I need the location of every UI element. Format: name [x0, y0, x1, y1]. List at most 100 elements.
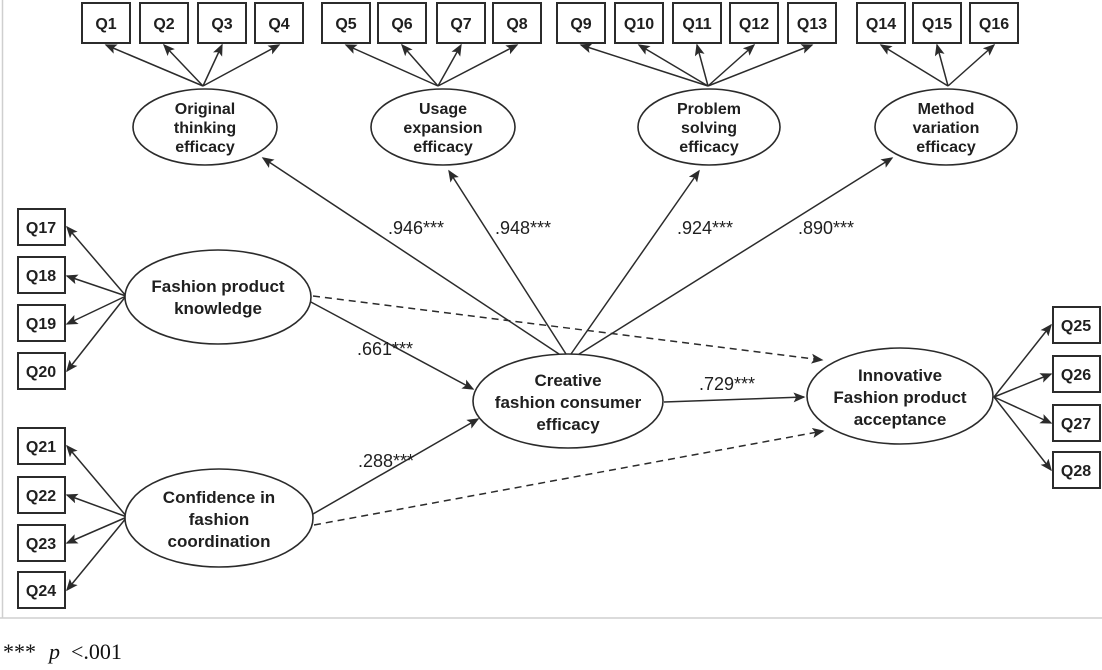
latent-label-line: fashion — [189, 510, 249, 529]
indicator-box-q2 — [139, 2, 189, 44]
latent-label-line: efficacy — [916, 139, 976, 156]
arrow-problem-to-q13 — [707, 44, 814, 87]
arrow-problem-to-q12 — [707, 44, 756, 87]
latent-ellipse-creative-efficacy — [472, 353, 664, 449]
indicator-box-q3 — [197, 2, 247, 44]
indicator-label: Q5 — [335, 16, 356, 33]
indicator-label: Q26 — [1061, 367, 1091, 384]
latent-creative-fashion-consumer-efficacy: Creative fashion consumer efficacy — [472, 353, 664, 449]
coefficient-creative-method: .890*** — [798, 218, 854, 238]
latent-label-line: efficacy — [536, 415, 600, 434]
latent-ellipse-usage-expansion — [370, 88, 516, 166]
path-creative-to-method — [575, 157, 894, 357]
arrow-innovative-to-q27 — [993, 396, 1053, 424]
coefficient-creative-innovative: .729*** — [699, 374, 755, 394]
latent-confidence-in-fashion-coordination: Confidence in fashion coordination — [124, 468, 314, 568]
indicator-box-q17 — [17, 208, 66, 246]
coefficient-knowledge-creative: .661*** — [357, 339, 413, 359]
coefficient-creative-problem: .924*** — [677, 218, 733, 238]
latent-label-line: Usage — [419, 101, 467, 118]
indicator-label: Q25 — [1061, 318, 1091, 335]
arrow-method-to-q14 — [879, 44, 949, 87]
latent-original-thinking-efficacy: Original thinking efficacy — [132, 88, 278, 166]
arrow-problem-to-q11 — [694, 43, 709, 87]
indicator-label: Q28 — [1061, 463, 1091, 480]
latent-label-line: efficacy — [175, 139, 235, 156]
indicator-label: Q27 — [1061, 416, 1091, 433]
latent-label-line: efficacy — [413, 139, 473, 156]
indicator-box-q5 — [321, 2, 371, 44]
indicator-label: Q13 — [797, 16, 827, 33]
indicator-label: Q17 — [26, 220, 56, 237]
dashed-path-knowledge-to-innovative — [312, 295, 824, 364]
arrow-usage-to-q5 — [344, 44, 439, 87]
indicator-label: Q14 — [866, 16, 896, 33]
indicator-box-q10 — [614, 2, 664, 44]
arrow-method-to-q15 — [934, 43, 949, 87]
indicator-box-q16 — [969, 2, 1019, 44]
indicator-box-q28 — [1052, 451, 1101, 489]
indicator-label: Q1 — [95, 16, 116, 33]
arrow-original-to-q3 — [202, 43, 223, 87]
arrow-problem-to-q9 — [579, 43, 709, 87]
arrow-innovative-to-q25 — [993, 323, 1052, 398]
indicator-box-q12 — [729, 2, 779, 44]
path-creative-to-innovative — [663, 392, 806, 403]
latent-ellipse-confidence — [124, 468, 314, 568]
arrow-method-to-q16 — [947, 44, 996, 87]
latent-innovative-fashion-product-acceptance: Innovative Fashion product acceptance — [806, 347, 994, 445]
arrow-original-to-q2 — [162, 43, 204, 87]
indicator-label: Q11 — [682, 16, 711, 33]
arrow-confidence-to-q22 — [65, 493, 128, 518]
indicator-label: Q8 — [506, 16, 527, 33]
indicator-box-q22 — [17, 476, 66, 514]
latent-label-line: Fashion product — [151, 277, 285, 296]
indicator-box-q15 — [912, 2, 962, 44]
latent-label-line: Problem — [677, 101, 741, 118]
indicator-box-q4 — [254, 2, 304, 44]
latent-method-variation-efficacy: Method variation efficacy — [874, 88, 1018, 166]
latent-fashion-product-knowledge: Fashion product knowledge — [124, 249, 312, 345]
latent-label-line: efficacy — [679, 139, 739, 156]
arrow-innovative-to-q28 — [993, 396, 1052, 472]
indicator-box-q13 — [787, 2, 837, 44]
indicator-label: Q12 — [739, 16, 769, 33]
latent-label-line: Fashion product — [833, 388, 967, 407]
indicator-label: Q19 — [26, 316, 56, 333]
coefficient-confidence-creative: .288*** — [358, 451, 414, 471]
arrow-innovative-to-q26 — [993, 373, 1053, 398]
arrow-knowledge-to-q20 — [66, 295, 127, 373]
footnote-p-symbol: p — [49, 639, 60, 664]
latent-ellipse-original-thinking — [132, 88, 278, 166]
footnote-threshold: <.001 — [71, 639, 122, 664]
indicator-box-q14 — [856, 2, 906, 44]
latent-label-line: expansion — [403, 120, 482, 137]
indicator-box-q24 — [17, 571, 66, 609]
arrow-knowledge-to-q19 — [65, 295, 127, 325]
latent-label-line: acceptance — [854, 410, 947, 429]
latent-ellipse-problem-solving — [637, 88, 781, 166]
indicator-label: Q4 — [268, 16, 289, 33]
path-creative-to-usage — [448, 169, 567, 355]
path-knowledge-to-creative — [308, 300, 475, 390]
measurement-arrows-method-variation — [879, 43, 996, 87]
path-confidence-to-creative — [312, 418, 480, 515]
path-creative-to-problem — [570, 169, 700, 355]
arrow-usage-to-q8 — [437, 44, 519, 87]
arrow-confidence-to-q21 — [66, 444, 128, 518]
indicator-boxes-right: Q25 Q26 Q27 Q28 — [1052, 306, 1101, 489]
arrow-knowledge-to-q17 — [66, 225, 127, 297]
latent-label-line: solving — [681, 120, 737, 137]
latent-label-line: Innovative — [858, 366, 942, 385]
coefficient-creative-original: .946*** — [388, 218, 444, 238]
measurement-arrows-innovative — [993, 323, 1053, 472]
measurement-arrows-confidence — [65, 444, 128, 592]
latent-ellipse-innovative-acceptance — [806, 347, 994, 445]
latent-problem-solving-efficacy: Problem solving efficacy — [637, 88, 781, 166]
indicator-box-q6 — [377, 2, 427, 44]
path-creative-to-original — [261, 157, 563, 357]
latent-ellipse-method-variation — [874, 88, 1018, 166]
indicator-box-q23 — [17, 524, 66, 562]
